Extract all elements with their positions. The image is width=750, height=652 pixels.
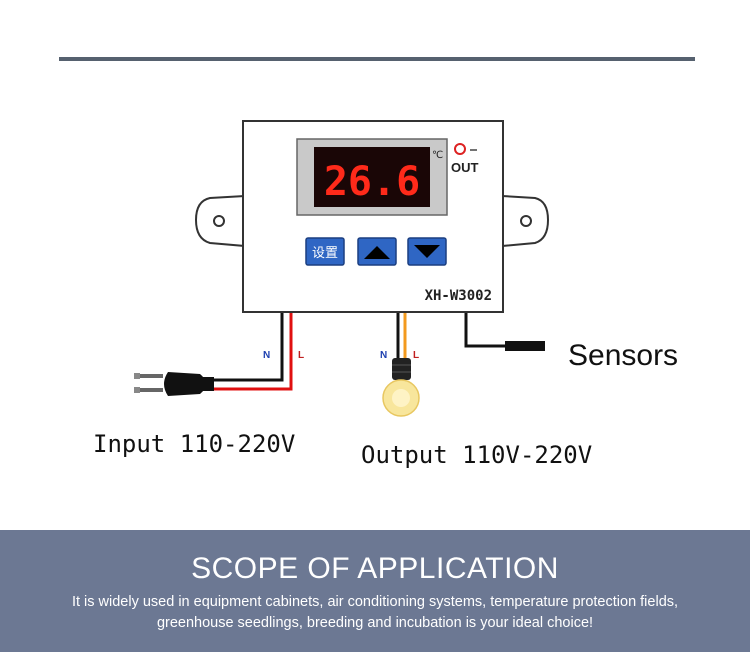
display-value: 26.6 [324,159,420,205]
up-button[interactable] [357,237,397,266]
banner-description: It is widely used in equipment cabinets,… [30,592,720,634]
input-l-label: L [298,350,304,361]
out-label: OUT [451,160,479,175]
light-bulb-icon [382,358,420,417]
banner-line-2: greenhouse seedlings, breeding and incub… [156,615,594,631]
set-button-label: 设置 [312,246,338,261]
input-n-label: N [263,350,270,361]
top-divider [59,57,695,61]
sensor-caption: Sensors [568,339,678,372]
led-display [314,147,430,207]
triangle-down-icon [414,245,440,258]
down-button[interactable] [407,237,447,266]
sensor-wire [464,313,508,348]
output-n-label: N [380,350,387,361]
right-mounting-hole [520,215,532,227]
left-mounting-hole [213,215,225,227]
input-caption: Input 110-220V [93,430,295,458]
model-label: XH-W3002 [425,288,492,304]
banner-title: SCOPE OF APPLICATION [191,552,559,585]
sensor-probe-icon [505,341,545,351]
output-l-label: L [413,350,419,361]
set-button[interactable]: 设置 [305,237,345,266]
wiring-diagram: 26.6 ℃ OUT 设置 XH-W3002 N L N L [93,120,678,469]
out-indicator-led [454,143,466,155]
input-wire-live [210,313,293,391]
input-wire-neutral [210,313,284,382]
output-caption: Output 110V-220V [361,441,592,469]
application-banner: SCOPE OF APPLICATION It is widely used i… [0,530,750,652]
power-plug-icon [134,372,214,396]
triangle-up-icon [364,246,390,259]
unit-label: ℃ [432,150,443,161]
banner-line-1: It is widely used in equipment cabinets,… [71,594,679,610]
